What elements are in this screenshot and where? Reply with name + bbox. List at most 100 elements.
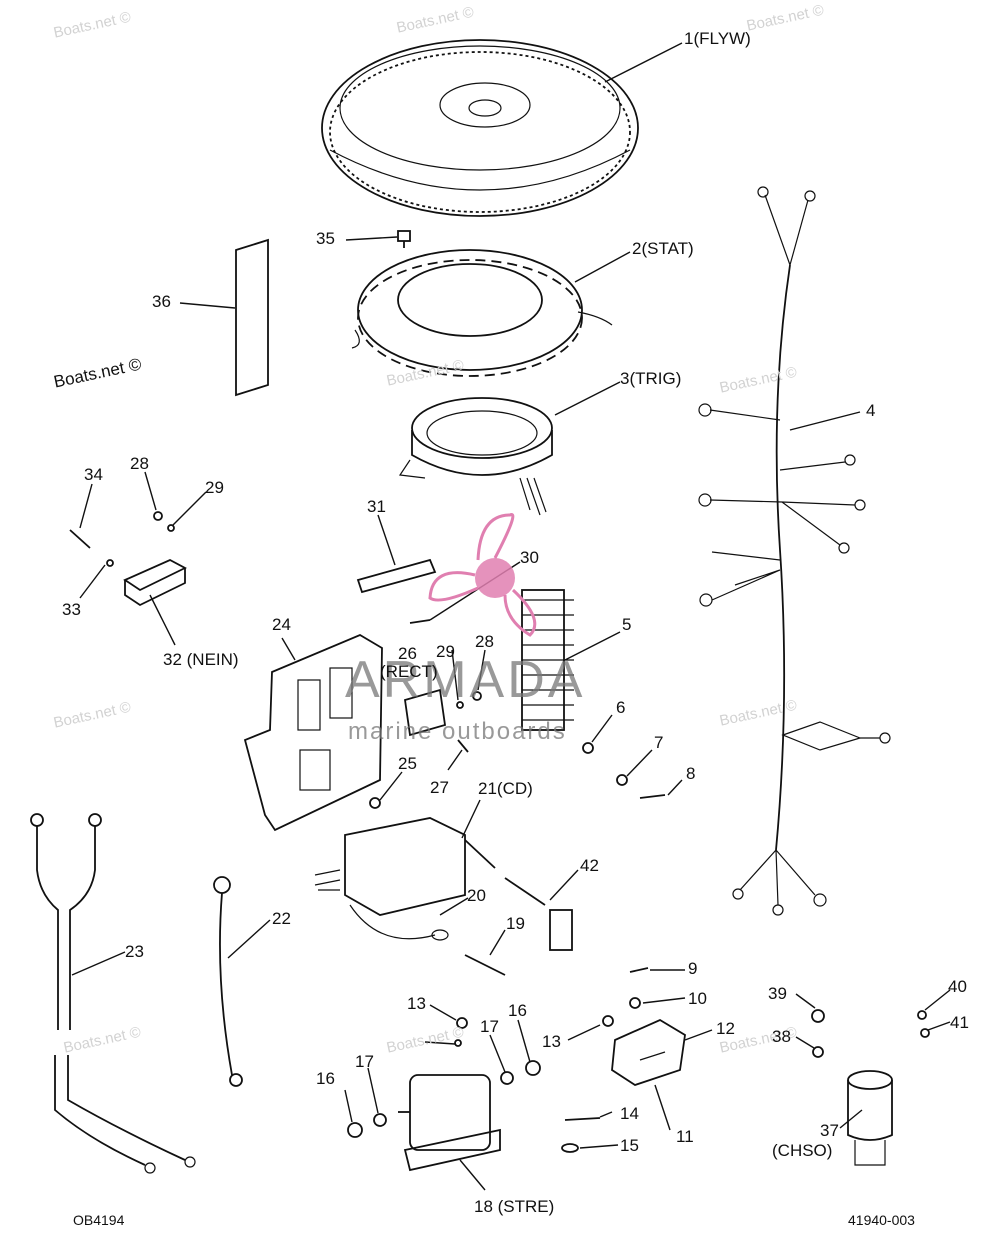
callout-7a: 7: [654, 733, 664, 752]
callout-27: 27: [430, 778, 449, 797]
callout-22: 22: [272, 909, 291, 928]
washer-38: [812, 1046, 824, 1058]
washer-7b: [454, 1039, 462, 1047]
callout-20: 20: [467, 886, 486, 905]
callout-28b: 28: [475, 632, 494, 651]
regulator: [611, 1018, 686, 1086]
nut-13a: [456, 1017, 468, 1029]
screw-25: [369, 797, 381, 809]
callout-28a: 28: [130, 454, 149, 473]
callout-30: 30: [520, 548, 539, 567]
battery-cable: [30, 813, 196, 1174]
screw-35: [397, 230, 411, 248]
washer-29a: [167, 524, 175, 532]
stator: [351, 249, 613, 377]
screw-28a: [153, 511, 163, 521]
screw-39: [811, 1009, 825, 1023]
callout-23: 23: [125, 942, 144, 961]
washer-17b: [500, 1071, 514, 1085]
terminal-block: [521, 589, 574, 731]
callout-19: 19: [506, 914, 525, 933]
brand-tagline: marine outboards: [348, 718, 567, 745]
diagram-code-right: 41940-003: [848, 1212, 915, 1228]
screw-14: [564, 1117, 601, 1121]
callout-42: 42: [580, 856, 599, 875]
callout-4: 4: [866, 401, 876, 420]
brand-name: ARMADA: [345, 651, 586, 709]
callout-37-chso: (CHSO): [772, 1141, 833, 1160]
callout-6: 6: [616, 698, 626, 717]
callout-14: 14: [620, 1104, 639, 1123]
callout-40: 40: [948, 977, 967, 996]
callout-5: 5: [622, 615, 632, 634]
flywheel: [321, 39, 639, 217]
callout-12: 12: [716, 1019, 735, 1038]
callout-13b: 13: [542, 1032, 561, 1051]
screw-28b: [472, 691, 482, 701]
callout-33: 33: [62, 600, 81, 619]
callout-26-rect: (RECT): [380, 662, 438, 681]
callout-21: 21(CD): [478, 779, 533, 798]
starter-solenoid: [398, 1074, 501, 1172]
callout-24: 24: [272, 615, 291, 634]
washer-17a: [373, 1113, 387, 1127]
callout-25: 25: [398, 754, 417, 773]
callout-41: 41: [950, 1013, 969, 1032]
leader-lines: [71, 42, 951, 1191]
callout-32: 32 (NEIN): [163, 650, 239, 669]
washer-29b: [456, 701, 464, 709]
screw-19: [464, 954, 506, 976]
callout-31: 31: [367, 497, 386, 516]
callout-16b: 16: [508, 1001, 527, 1020]
callout-38: 38: [772, 1027, 791, 1046]
callout-37: 37: [820, 1121, 839, 1140]
screw-34: [69, 529, 91, 549]
callout-17b: 17: [480, 1017, 499, 1036]
nut-13b: [602, 1015, 614, 1027]
callout-16a: 16: [316, 1069, 335, 1088]
callout-11: 11: [676, 1127, 694, 1146]
nut-40: [917, 1010, 927, 1020]
insulator-strip: [235, 238, 269, 397]
callout-3: 3(TRIG): [620, 369, 682, 388]
screw-8: [639, 794, 666, 799]
callout-26: 26: [398, 644, 417, 663]
washer-10: [629, 997, 641, 1009]
ground-wire: [213, 876, 243, 1087]
screw-30: [409, 619, 431, 624]
callout-29b: 29: [436, 642, 455, 661]
callout-39: 39: [768, 984, 787, 1003]
washer-33: [106, 559, 114, 567]
spark-plug-boot: [504, 877, 573, 951]
rectifier: [403, 688, 447, 737]
callout-15: 15: [620, 1136, 639, 1155]
callout-29a: 29: [205, 478, 224, 497]
nut-16b: [525, 1060, 541, 1076]
washer-15: [561, 1143, 579, 1153]
trigger: [398, 397, 553, 516]
screw-27: [457, 739, 469, 753]
callout-17a: 17: [355, 1052, 374, 1071]
choke-solenoid: [847, 1070, 893, 1166]
callout-10: 10: [688, 989, 707, 1008]
nut-7a: [616, 774, 628, 786]
screw-9: [629, 967, 649, 973]
noise-eliminator: [123, 558, 187, 607]
callout-2: 2(STAT): [632, 239, 694, 258]
diagram-code-left: OB4194: [73, 1212, 125, 1228]
callout-9: 9: [688, 959, 698, 978]
wire-harness: [698, 186, 891, 916]
callout-36: 36: [152, 292, 171, 311]
terminal-strip-31: [356, 558, 437, 594]
armada-logo-mark: [428, 513, 537, 637]
nut-16a: [347, 1122, 363, 1138]
clip-6: [582, 742, 594, 754]
callout-1: 1(FLYW): [684, 29, 751, 48]
callout-34: 34: [84, 465, 103, 484]
mounting-plate: [243, 633, 383, 832]
washer-41: [920, 1028, 930, 1038]
callout-13a: 13: [407, 994, 426, 1013]
callout-8: 8: [686, 764, 696, 783]
